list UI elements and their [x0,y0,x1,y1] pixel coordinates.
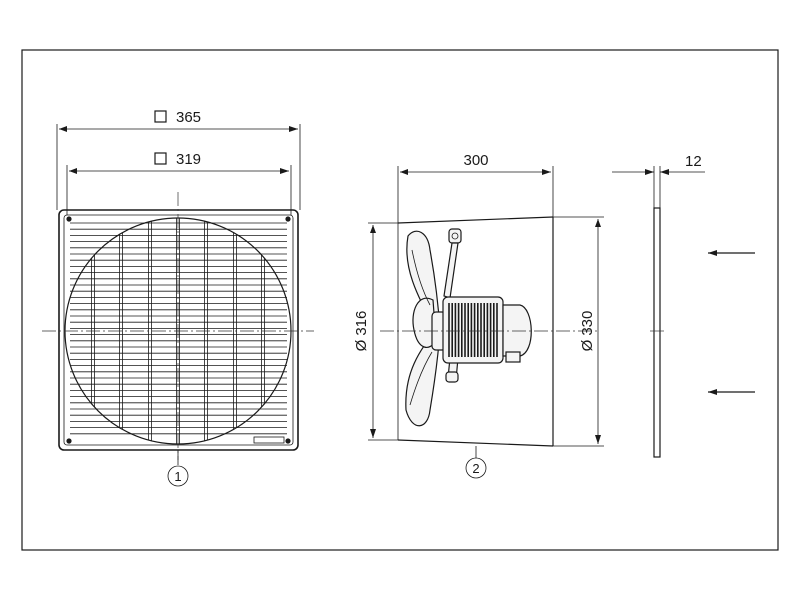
label-plate [253,436,285,444]
callout-circle-2 [465,457,487,479]
terminal-box [505,351,521,363]
dimension-365-label: 365 [176,109,201,126]
diameter-symbol: Ø [579,339,596,351]
dimension-300-label: 300 [463,152,488,169]
motor-end-cap [502,304,532,357]
strut-clamp-lower [445,371,459,383]
square-symbol [154,110,167,123]
diameter-symbol: Ø [353,339,370,351]
strut-bolt [451,232,459,240]
dimension-316-label: Ø 316 [353,311,370,352]
impeller-blade [405,329,441,427]
grille-inner-frame [63,214,294,446]
callout-1-label: 1 [174,469,181,484]
dimension-330-label: Ø 330 [579,311,596,352]
support-strut [443,242,459,299]
screw-hole [285,216,291,222]
fan-unit-view: 300 Ø 316 Ø 330 2 [353,152,604,479]
screw-hole [66,438,72,444]
blade-edge [409,351,433,406]
strut-clamp [448,228,462,244]
housing-top-edge [397,216,554,224]
screw-hole [285,438,291,444]
grille-louvres [70,222,287,435]
diameter-330-value: 330 [579,311,596,336]
plate-view: 12 [612,153,755,458]
callout-circle-1 [167,465,189,487]
grille-outer-frame [58,209,299,451]
housing-bottom-edge [397,439,554,447]
grille-view: 365 319 1 [42,109,314,487]
plate-profile [653,207,661,458]
motor-cooling-fins [448,303,498,357]
callout-2-label: 2 [472,461,479,476]
drawing-frame [21,49,779,551]
dimension-319-label: 319 [176,151,201,168]
dimension-12-label: 12 [685,153,702,170]
screw-hole [66,216,72,222]
diameter-316-value: 316 [353,311,370,336]
square-symbol [154,152,167,165]
blade-edge [411,249,431,306]
